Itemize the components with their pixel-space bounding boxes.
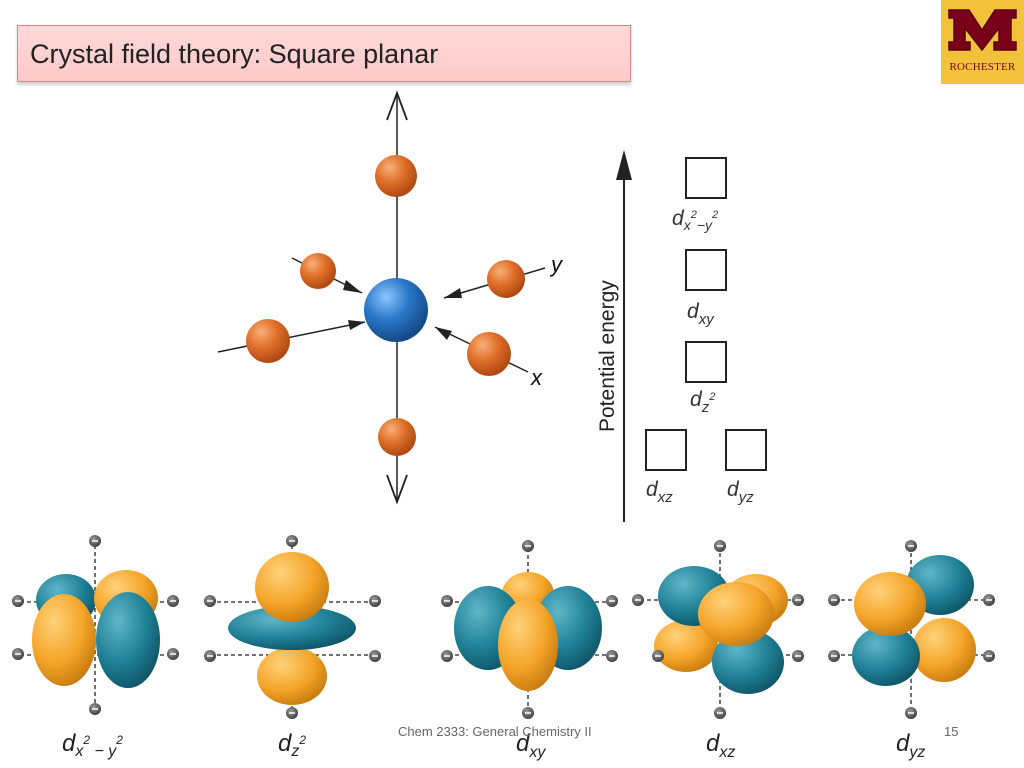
orbital-label-dyz: dyz xyxy=(896,730,925,761)
logo-word: ROCHESTER xyxy=(949,61,1016,73)
level-box-dxz xyxy=(645,429,687,471)
ligand-charges xyxy=(12,535,995,719)
orbital-dxz xyxy=(640,546,800,712)
level-label-dz2: dz2 xyxy=(690,388,715,416)
ligand-back-right xyxy=(487,260,525,298)
ligand-back-left xyxy=(300,253,336,289)
orbital-labels: dx2 − y2 dz2 dxy dxz dyz xyxy=(62,730,925,761)
m-logo-icon xyxy=(948,9,1017,52)
ligand-front-right xyxy=(467,332,511,376)
orbital-label-dz2: dz2 xyxy=(278,730,306,760)
orbital-dx2-y2 xyxy=(20,545,172,708)
ligand-front-left xyxy=(246,319,290,363)
energy-diagram: Potential energy dx2−y2 dxy dz2 dxz dyz xyxy=(596,150,767,522)
energy-arrowhead xyxy=(616,150,632,180)
level-box-dx2-y2 xyxy=(685,157,727,199)
slide-title: Crystal field theory: Square planar xyxy=(30,39,439,69)
level-label-dxy: dxy xyxy=(687,300,715,328)
page-number: 15 xyxy=(944,724,959,739)
axis-label-y: y xyxy=(549,252,564,277)
level-box-dz2 xyxy=(685,341,727,383)
orbital-label-dxy: dxy xyxy=(516,730,546,761)
geometry-diagram: y x xyxy=(217,90,564,505)
ligand-bottom xyxy=(378,418,416,456)
level-label-dxz: dxz xyxy=(646,478,673,506)
level-label-dyz: dyz xyxy=(727,478,754,506)
level-box-dxy xyxy=(685,249,727,291)
university-logo: ROCHESTER xyxy=(941,0,1024,84)
ligand-top xyxy=(375,155,417,197)
level-label-dx2-y2: dx2−y2 xyxy=(672,207,718,233)
orbital-dz2 xyxy=(210,545,375,712)
axis-label-x: x xyxy=(530,365,543,390)
metal-center xyxy=(364,278,428,342)
orbital-dxy xyxy=(448,548,612,712)
orbital-label-dxz: dxz xyxy=(706,730,735,761)
orbital-label-dx2-y2: dx2 − y2 xyxy=(62,730,123,760)
level-box-dyz xyxy=(725,429,767,471)
footer-course: Chem 2333: General Chemistry II xyxy=(398,724,592,739)
title-bar: Crystal field theory: Square planar xyxy=(17,25,631,82)
energy-axis-label: Potential energy xyxy=(596,280,619,432)
orbital-dyz xyxy=(834,546,990,712)
